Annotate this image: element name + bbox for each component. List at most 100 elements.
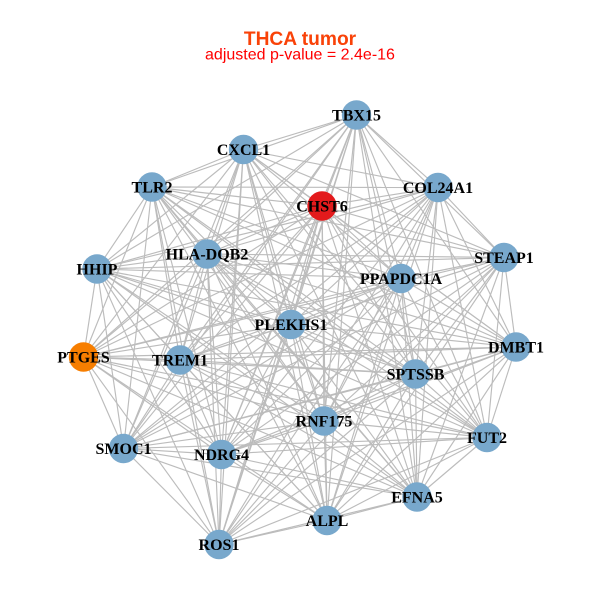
edge-STEAP1-ROS1: [218, 257, 505, 545]
edge-CHST6-PTGES: [83, 205, 323, 358]
edge-STEAP1-PTGES: [83, 256, 505, 358]
edge-TLR2-TREM1: [151, 186, 181, 361]
edge-COL24A1-DMBT1: [437, 187, 517, 348]
edge-SPTSSB-EFNA5: [414, 373, 418, 498]
edge-PLEKHS1-SPTSSB: [290, 323, 416, 375]
edge-SMOC1-EFNA5: [123, 447, 418, 498]
node-label-FUT2: FUT2: [467, 430, 507, 447]
edge-HHIP-DMBT1: [96, 268, 517, 348]
edge-HLA-DQB2-RNF175: [206, 253, 325, 422]
network-node-PTGES: [68, 342, 99, 372]
node-label-SMOC1: SMOC1: [96, 441, 152, 458]
node-label-PTGES: PTGES: [57, 349, 110, 366]
edge-TLR2-SPTSSB: [151, 186, 416, 375]
edge-RNF175-NDRG4: [221, 420, 325, 456]
network-node-TREM1: [165, 345, 195, 375]
network-node-DMBT1: [501, 332, 531, 362]
edge-CXCL1-ROS1: [218, 149, 245, 545]
node-label-CHST6: CHST6: [296, 198, 348, 215]
edge-SPTSSB-FUT2: [415, 373, 488, 438]
edge-HLA-DQB2-EFNA5: [206, 253, 418, 498]
edge-COL24A1-ALPL: [326, 187, 439, 521]
edge-CHST6-ALPL: [321, 205, 328, 521]
network-node-PLEKHS1: [276, 309, 306, 340]
network-node-ROS1: [204, 529, 234, 560]
edge-PLEKHS1-DMBT1: [290, 323, 517, 348]
edge-DMBT1-PTGES: [83, 346, 517, 358]
node-label-STEAP1: STEAP1: [474, 250, 534, 267]
network-node-TLR2: [137, 172, 167, 202]
node-label-CXCL1: CXCL1: [217, 142, 270, 159]
node-label-COL24A1: COL24A1: [403, 180, 473, 197]
network-node-ALPL: [312, 505, 342, 536]
edge-HLA-DQB2-TREM1: [179, 253, 208, 361]
edge-COL24A1-CHST6: [321, 186, 439, 207]
edge-FUT2-SMOC1: [123, 436, 488, 450]
edge-DMBT1-TREM1: [179, 346, 517, 361]
edge-STEAP1-DMBT1: [503, 257, 517, 348]
edge-TREM1-ROS1: [179, 359, 220, 545]
edge-TBX15-CXCL1: [243, 114, 357, 151]
edge-CXCL1-COL24A1: [243, 148, 439, 189]
edge-HHIP-PTGES: [82, 268, 98, 358]
edge-HLA-DQB2-HHIP: [96, 253, 208, 270]
edge-TLR2-COL24A1: [151, 186, 439, 189]
edge-PLEKHS1-PTGES: [83, 323, 292, 358]
network-node-STEAP1: [489, 242, 519, 273]
edge-CXCL1-SMOC1: [122, 149, 245, 449]
edge-HHIP-RNF175: [96, 268, 325, 422]
node-label-RNF175: RNF175: [296, 413, 353, 430]
edge-HLA-DQB2-ALPL: [206, 253, 328, 521]
edge-TBX15-SPTSSB: [355, 114, 417, 375]
edge-HLA-DQB2-PTGES: [83, 253, 208, 358]
edge-TREM1-SPTSSB: [179, 359, 416, 375]
edge-SMOC1-ALPL: [123, 447, 328, 522]
edge-TBX15-COL24A1: [356, 114, 439, 188]
edge-STEAP1-EFNA5: [416, 257, 505, 498]
network-node-NDRG4: [206, 439, 237, 470]
edge-RNF175-SMOC1: [123, 420, 325, 450]
node-label-TREM1: TREM1: [152, 352, 208, 369]
edge-DMBT1-ROS1: [218, 346, 517, 545]
edge-STEAP1-RNF175: [323, 257, 505, 422]
edge-COL24A1-ROS1: [218, 187, 439, 545]
edge-TREM1-SMOC1: [123, 359, 181, 449]
edge-COL24A1-NDRG4: [221, 187, 439, 455]
edge-ALPL-ROS1: [218, 519, 328, 546]
edge-TREM1-FUT2: [179, 359, 488, 439]
network-node-CHST6: [307, 191, 337, 221]
network-node-SMOC1: [108, 433, 139, 464]
edge-TLR2-PTGES: [82, 186, 153, 358]
edge-TBX15-FUT2: [355, 114, 488, 438]
edge-DMBT1-FUT2: [486, 346, 517, 438]
edge-SPTSSB-ROS1: [218, 373, 416, 545]
edge-TREM1-EFNA5: [179, 359, 418, 498]
edge-PTGES-SMOC1: [82, 356, 125, 449]
edge-COL24A1-RNF175: [323, 187, 439, 422]
edge-TLR2-PPAPDC1A: [151, 186, 402, 280]
node-label-DMBT1: DMBT1: [488, 339, 544, 356]
edge-DMBT1-ALPL: [326, 346, 517, 521]
node-label-NDRG4: NDRG4: [194, 447, 249, 464]
edge-COL24A1-TREM1: [179, 187, 439, 361]
edge-FUT2-ROS1: [218, 436, 488, 546]
edge-PPAPDC1A-FUT2: [400, 278, 488, 438]
edge-PPAPDC1A-SPTSSB: [400, 278, 417, 375]
edge-HLA-DQB2-DMBT1: [206, 253, 517, 348]
edge-HHIP-PPAPDC1A: [96, 268, 402, 280]
node-label-HLA-DQB2: HLA-DQB2: [166, 246, 249, 263]
edge-PPAPDC1A-NDRG4: [221, 278, 402, 455]
edge-RNF175-ROS1: [218, 420, 325, 545]
edge-HLA-DQB2-FUT2: [206, 253, 488, 438]
edge-STEAP1-NDRG4: [221, 257, 505, 455]
edge-NDRG4-EFNA5: [221, 453, 418, 498]
edge-HHIP-PLEKHS1: [96, 268, 292, 326]
edge-layer: [82, 114, 517, 546]
node-label-ALPL: ALPL: [306, 513, 349, 530]
network-node-RNF175: [309, 406, 339, 436]
node-label-PPAPDC1A: PPAPDC1A: [360, 271, 443, 288]
edge-SPTSSB-RNF175: [323, 373, 416, 422]
edge-PTGES-RNF175: [83, 356, 325, 422]
